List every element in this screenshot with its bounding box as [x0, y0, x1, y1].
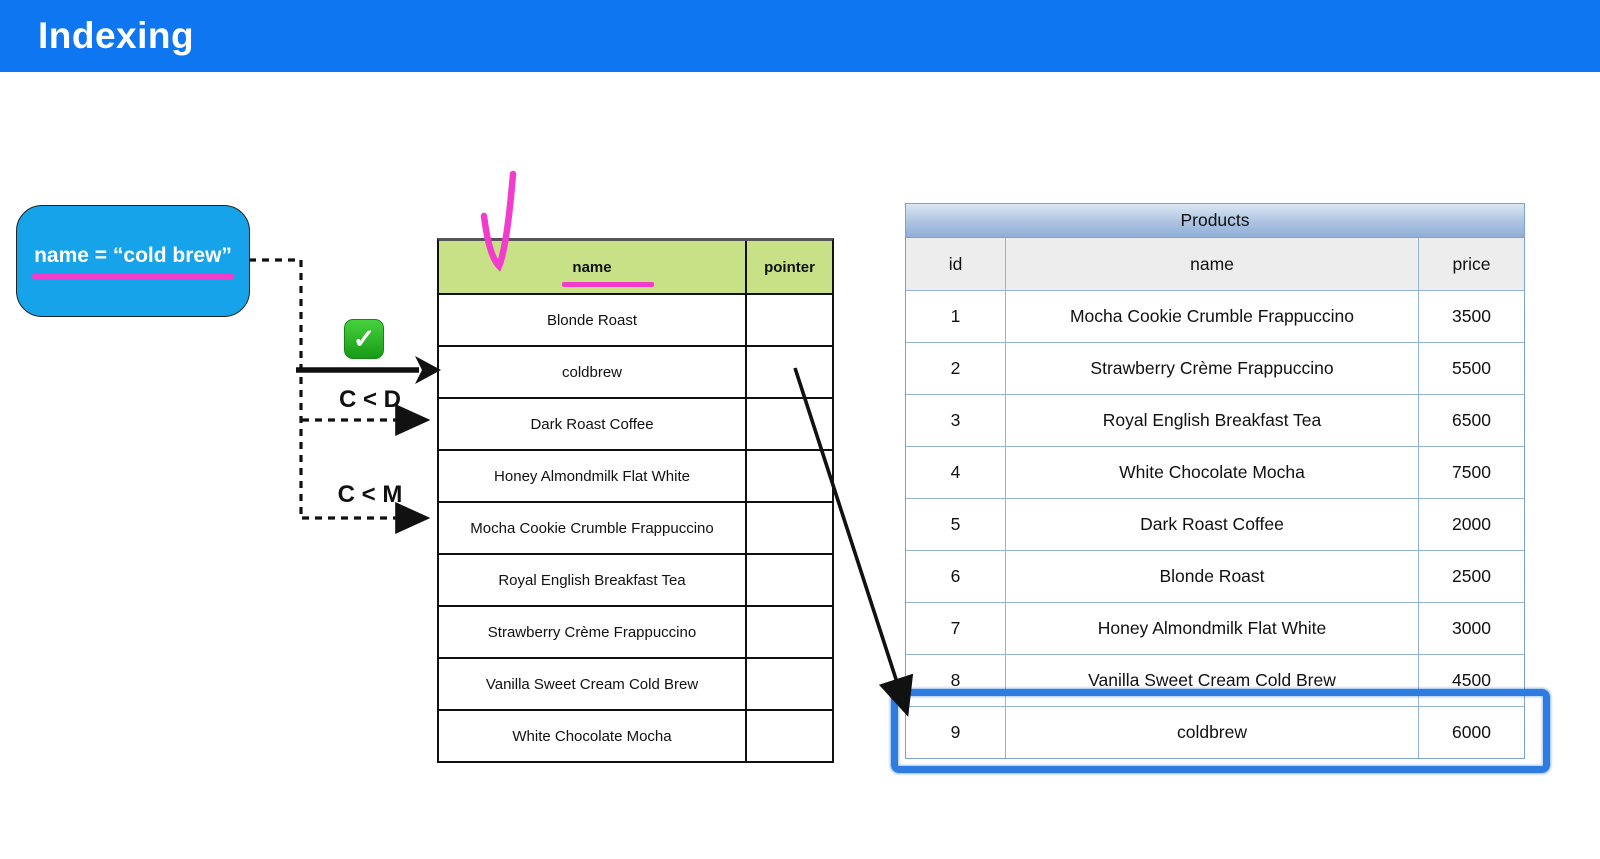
comparison-label-c-lt-d: C < D	[338, 386, 401, 413]
product-price: 7500	[1419, 447, 1524, 499]
check-mark-icon: ✓	[344, 319, 384, 359]
product-price: 2500	[1419, 551, 1524, 603]
index-row-name: coldbrew	[439, 347, 747, 399]
index-row-pointer	[747, 347, 832, 399]
index-row-pointer	[747, 503, 832, 555]
products-col-header-price: price	[1419, 238, 1524, 291]
product-price: 2000	[1419, 499, 1524, 551]
product-id: 1	[906, 291, 1006, 343]
index-header-name-label: name	[572, 258, 612, 276]
product-id: 2	[906, 343, 1006, 395]
index-col-header-name: name	[439, 241, 747, 295]
product-name: Dark Roast Coffee	[1006, 499, 1419, 551]
name-underline-pen-stroke	[562, 282, 654, 287]
check-glyph: ✓	[352, 323, 376, 354]
product-price: 3000	[1419, 603, 1524, 655]
product-name: Blonde Roast	[1006, 551, 1419, 603]
index-row-name: White Chocolate Mocha	[439, 711, 747, 761]
index-row-pointer	[747, 659, 832, 711]
index-row-name: Dark Roast Coffee	[439, 399, 747, 451]
product-price: 3500	[1419, 291, 1524, 343]
product-price: 6000	[1419, 707, 1524, 758]
highlighted-result-row-border	[891, 689, 1550, 773]
product-name: White Chocolate Mocha	[1006, 447, 1419, 499]
index-row-pointer	[747, 295, 832, 347]
query-box: name = “cold brew”	[16, 205, 250, 317]
product-name: Vanilla Sweet Cream Cold Brew	[1006, 655, 1419, 707]
products-table: Products id name price 1 Mocha Cookie Cr…	[905, 203, 1525, 759]
index-row-pointer	[747, 555, 832, 607]
index-row-pointer	[747, 451, 832, 503]
product-name: Honey Almondmilk Flat White	[1006, 603, 1419, 655]
products-table-title: Products	[906, 204, 1524, 238]
product-price: 6500	[1419, 395, 1524, 447]
query-text: name = “cold brew”	[34, 243, 232, 267]
product-id: 5	[906, 499, 1006, 551]
index-row-pointer	[747, 399, 832, 451]
query-underline-pen-stroke	[32, 273, 234, 279]
product-id: 6	[906, 551, 1006, 603]
product-name: Strawberry Crème Frappuccino	[1006, 343, 1419, 395]
index-col-header-pointer: pointer	[747, 241, 832, 295]
product-name: Royal English Breakfast Tea	[1006, 395, 1419, 447]
index-table: name pointer Blonde Roast coldbrew Dark …	[437, 238, 834, 763]
product-id: 9	[906, 707, 1006, 758]
header-bar: Indexing	[0, 0, 1600, 72]
product-name: coldbrew	[1006, 707, 1419, 758]
index-row-name: Vanilla Sweet Cream Cold Brew	[439, 659, 747, 711]
index-row-name: Royal English Breakfast Tea	[439, 555, 747, 607]
index-row-name: Strawberry Crème Frappuccino	[439, 607, 747, 659]
query-connector-dashed-line	[249, 258, 303, 518]
product-id: 3	[906, 395, 1006, 447]
index-row-name: Blonde Roast	[439, 295, 747, 347]
index-row-name: Honey Almondmilk Flat White	[439, 451, 747, 503]
index-row-pointer	[747, 711, 832, 761]
comparison-label-c-lt-m: C < M	[337, 481, 403, 508]
product-id: 8	[906, 655, 1006, 707]
products-col-header-name: name	[1006, 238, 1419, 291]
products-col-header-id: id	[906, 238, 1006, 291]
index-header-pointer-label: pointer	[764, 258, 815, 276]
products-grid: id name price 1 Mocha Cookie Crumble Fra…	[906, 238, 1524, 758]
index-row-pointer	[747, 607, 832, 659]
product-id: 4	[906, 447, 1006, 499]
page-title: Indexing	[38, 15, 195, 56]
product-price: 5500	[1419, 343, 1524, 395]
product-price: 4500	[1419, 655, 1524, 707]
product-name: Mocha Cookie Crumble Frappuccino	[1006, 291, 1419, 343]
product-id: 7	[906, 603, 1006, 655]
index-row-name: Mocha Cookie Crumble Frappuccino	[439, 503, 747, 555]
